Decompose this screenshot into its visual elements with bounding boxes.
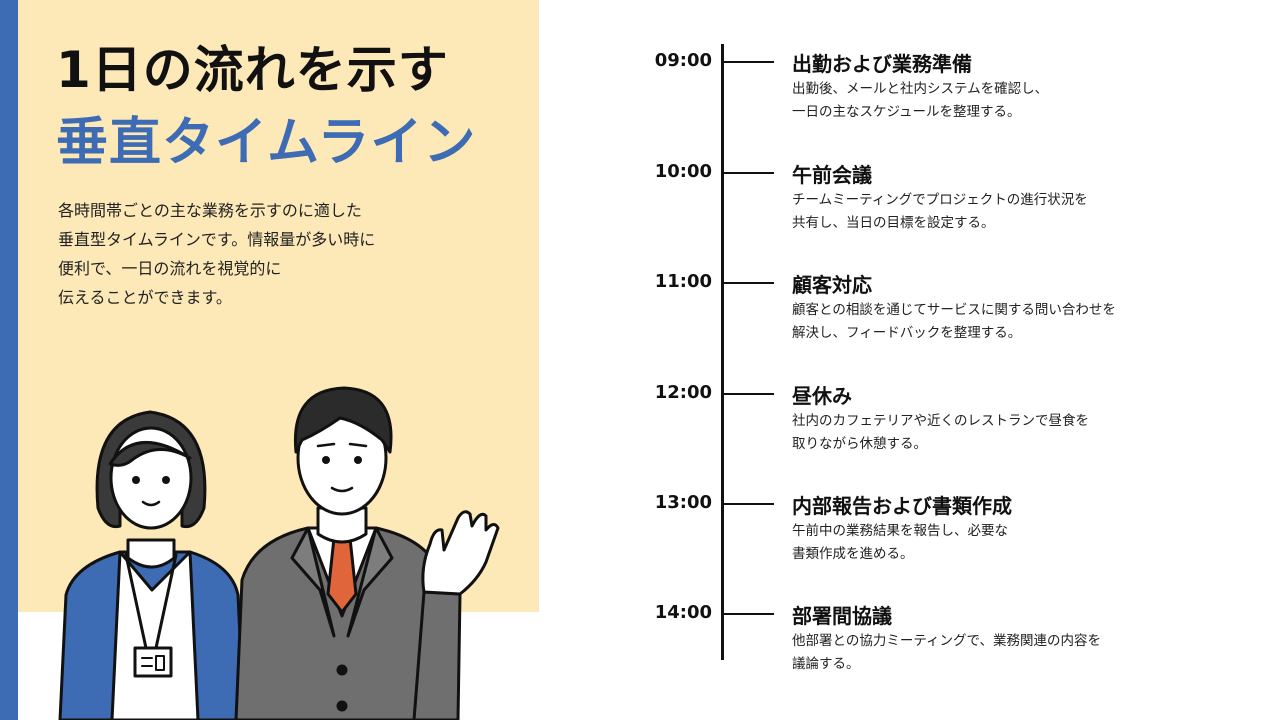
- description-line: 便利で、一日の流れを視覚的に: [58, 259, 282, 278]
- description-line: 伝えることができます。: [58, 288, 232, 307]
- description: 各時間帯ごとの主な業務を示すのに適した 垂直型タイムラインです。情報量が多い時に…: [58, 196, 438, 312]
- timeline-body-line: 社内のカフェテリアや近くのレストランで昼食を: [792, 413, 1089, 429]
- timeline-body-line: 共有し、当日の目標を設定する。: [792, 215, 995, 231]
- timeline-body-line: 議論する。: [792, 656, 860, 672]
- timeline-axis: [721, 44, 724, 660]
- timeline-tick: [722, 61, 774, 63]
- left-accent-band: [0, 0, 18, 720]
- timeline-body: 午前中の業務結果を報告し、必要な 書類作成を進める。: [792, 520, 1008, 566]
- timeline-body-line: 出勤後、メールと社内システムを確認し、: [792, 81, 1049, 97]
- timeline-body-line: 取りながら休憩する。: [792, 436, 927, 452]
- timeline-body-line: 顧客との相談を通じてサービスに関する問い合わせを: [792, 302, 1116, 318]
- timeline-time: 13:00: [654, 492, 712, 513]
- timeline-time: 09:00: [654, 50, 712, 71]
- timeline-time: 11:00: [654, 271, 712, 292]
- description-line: 各時間帯ごとの主な業務を示すのに適した: [58, 201, 362, 220]
- timeline-heading: 出勤および業務準備: [792, 52, 972, 76]
- timeline-tick: [722, 172, 774, 174]
- timeline-tick: [722, 503, 774, 505]
- timeline-body: 出勤後、メールと社内システムを確認し、 一日の主なスケジュールを整理する。: [792, 78, 1048, 124]
- page-title: 1日の流れを示す: [56, 41, 449, 99]
- timeline-body-line: チームミーティングでプロジェクトの進行状況を: [792, 192, 1088, 208]
- timeline-body: 顧客との相談を通じてサービスに関する問い合わせを 解決し、フィードバックを整理す…: [792, 299, 1116, 345]
- timeline-time: 14:00: [654, 602, 712, 623]
- timeline-heading: 午前会議: [792, 163, 872, 187]
- description-line: 垂直型タイムラインです。情報量が多い時に: [58, 230, 376, 249]
- timeline-heading: 内部報告および書類作成: [792, 494, 1012, 518]
- timeline-heading: 昼休み: [792, 384, 852, 408]
- timeline-body-line: 他部署との協力ミーティングで、業務関連の内容を: [792, 633, 1102, 649]
- timeline-body: 社内のカフェテリアや近くのレストランで昼食を 取りながら休憩する。: [792, 410, 1089, 456]
- timeline-body-line: 一日の主なスケジュールを整理する。: [792, 104, 1021, 120]
- timeline-time: 12:00: [654, 382, 712, 403]
- timeline-tick: [722, 393, 774, 395]
- timeline-body-line: 午前中の業務結果を報告し、必要な: [792, 523, 1008, 539]
- timeline-heading: 部署間協議: [792, 604, 892, 628]
- office-workers-illustration: [58, 386, 500, 720]
- timeline-body-line: 解決し、フィードバックを整理する。: [792, 325, 1022, 341]
- timeline-body: 他部署との協力ミーティングで、業務関連の内容を 議論する。: [792, 630, 1101, 676]
- timeline-body: チームミーティングでプロジェクトの進行状況を 共有し、当日の目標を設定する。: [792, 189, 1088, 235]
- timeline-heading: 顧客対応: [792, 273, 872, 297]
- timeline-time: 10:00: [654, 161, 712, 182]
- page-subtitle: 垂直タイムライン: [56, 113, 477, 173]
- timeline-tick: [722, 282, 774, 284]
- timeline-body-line: 書類作成を進める。: [792, 546, 914, 562]
- timeline-tick: [722, 613, 774, 615]
